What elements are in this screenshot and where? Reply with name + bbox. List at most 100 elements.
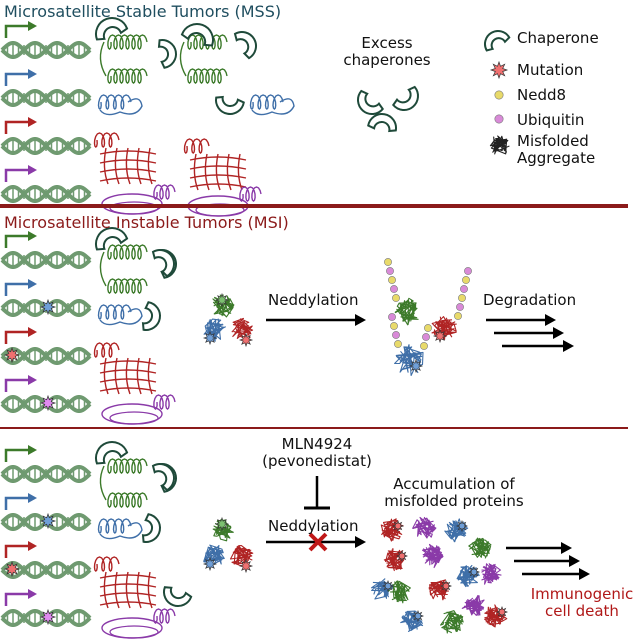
dna-helix-icon (0, 137, 92, 155)
mutation-star-icon (411, 609, 425, 623)
misfolded-aggregate-icon (456, 564, 480, 588)
beta-strand (136, 571, 142, 609)
nedd8-dot-icon (384, 258, 392, 266)
aggregate-scribble (380, 518, 403, 538)
beta-strand (136, 357, 142, 395)
promoter-arrow-head (28, 375, 37, 385)
mutation-star-icon (238, 558, 254, 574)
beta-strand (189, 165, 247, 170)
misfolded-aggregate-icon (484, 604, 508, 628)
promoter-arrow (4, 168, 30, 182)
chaperone-shape (151, 463, 175, 492)
ubiquitin-dot-icon (422, 333, 430, 341)
aggregate-scribble (394, 299, 417, 317)
promoter-arrow (4, 330, 30, 344)
misfolded-aggregate-icon (489, 135, 510, 155)
misfolded-aggregate-icon (203, 544, 225, 566)
aggregate-scribble (234, 545, 254, 565)
ubiquitin-dot-icon (494, 114, 504, 124)
chaperone-icon (163, 586, 193, 607)
nedd8-dot-icon (392, 294, 400, 302)
mss-title: Microsatellite Stable Tumors (MSS) (4, 2, 282, 21)
promoter-arrow (4, 234, 30, 248)
chaperone-shape (141, 301, 161, 331)
ubiquitin-dot-icon (460, 285, 468, 293)
beta-strand (99, 369, 157, 374)
mutation-star-icon (408, 358, 424, 374)
beta-strand (114, 571, 120, 609)
helix-coil (93, 342, 120, 358)
helix-coil (107, 68, 148, 84)
chaperone-shape (367, 113, 397, 133)
aggregate-scribble (417, 518, 437, 539)
helix-coil (107, 244, 148, 260)
beta-strand (147, 357, 153, 395)
helix-coil (249, 94, 284, 110)
protein-loop (99, 98, 143, 116)
helix-coil (187, 68, 228, 84)
msi-degradation-label: Degradation (483, 291, 577, 309)
helix-coil (97, 304, 132, 320)
mutation-star-icon (39, 608, 57, 626)
aggregate-scribble (465, 599, 483, 617)
beta-strand (99, 168, 157, 173)
chaperone-shape (95, 17, 129, 41)
misfolded-aggregate-icon (444, 518, 469, 543)
mutation-star-icon (467, 565, 481, 579)
nedd8-dot-icon (424, 324, 432, 332)
beta-strand (215, 153, 221, 191)
mutation-star-icon (455, 519, 469, 533)
legend-ubiquitin-label: Ubiquitin (517, 111, 585, 129)
beta-strand (147, 571, 153, 609)
promoter-arrow-head (28, 445, 37, 455)
aggregate-scribble (212, 294, 232, 311)
aggregate-scribble (483, 563, 496, 584)
helix-coil (97, 518, 132, 534)
process-arrow-head (579, 568, 590, 580)
chaperone-icon (215, 95, 245, 115)
dna-helix-icon (0, 41, 92, 59)
excess-chaperones-label: Excess chaperones (343, 34, 431, 69)
ubiquitin-dot-icon (392, 331, 400, 339)
misfolded-aggregate-icon (383, 548, 406, 572)
protein-loop (99, 308, 143, 326)
promoter-arrow-head (28, 21, 37, 31)
aggregate-scribble (403, 611, 423, 632)
protein-loop (251, 98, 295, 116)
mutation-star-icon (495, 605, 509, 619)
chaperone-shape (157, 39, 177, 69)
mutation-star-icon (3, 346, 21, 364)
helix-coil (153, 184, 176, 200)
protein-loop (109, 625, 159, 639)
nedd8-dot-icon (390, 322, 398, 330)
beta-strand (99, 159, 157, 164)
helix-coil (107, 34, 148, 50)
accumulation-label: Accumulation of misfolded proteins (384, 475, 524, 510)
legend-aggregate-label: Misfolded Aggregate (517, 132, 596, 167)
helix-coil (107, 278, 148, 294)
misfolded-aggregate-icon (481, 563, 502, 585)
misfolded-aggregate-icon (394, 344, 424, 377)
beta-strand (99, 378, 157, 383)
chaperone-icon (367, 113, 397, 133)
nedd8-dot-icon (420, 342, 428, 350)
mutation-star-icon (381, 579, 395, 593)
promoter-arrow (4, 282, 30, 296)
chaperone-icon (233, 31, 257, 60)
process-arrow-head (569, 555, 580, 567)
section-divider (0, 427, 628, 429)
msi-neddylation-label: Neddylation (268, 291, 359, 309)
promoter-arrow-head (28, 69, 37, 79)
beta-strand (99, 583, 157, 588)
chaperone-icon (141, 513, 161, 543)
mutation-star-icon (489, 60, 509, 80)
promoter-arrow (4, 120, 30, 134)
promoter-arrow-head (28, 279, 37, 289)
chaperone-icon (157, 39, 177, 69)
section-divider (0, 204, 628, 208)
ubiquitin-dot-icon (456, 303, 464, 311)
helix-coil (97, 94, 132, 110)
aggregate-scribble (216, 519, 231, 538)
nedd8-dot-icon (454, 312, 462, 320)
